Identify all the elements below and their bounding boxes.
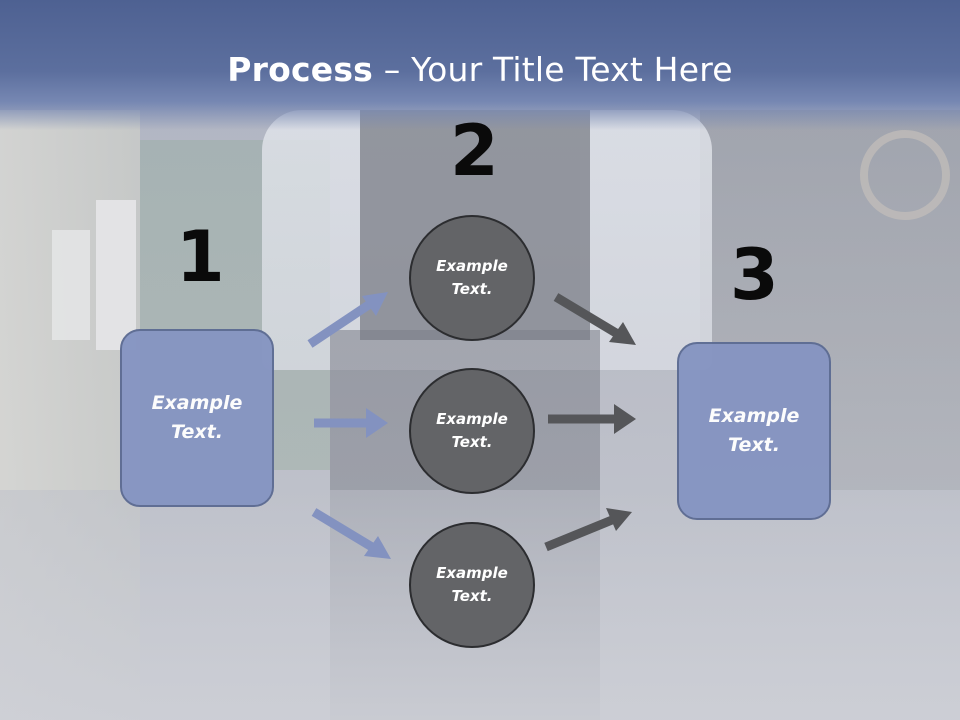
background-paper-notice	[52, 230, 90, 340]
end-box-text: Example Text.	[708, 405, 800, 456]
slide-title-bold: Process	[227, 50, 374, 89]
arrow-start-to-circle-top	[307, 292, 388, 348]
slide-title[interactable]: Process – Your Title Text Here	[0, 50, 960, 89]
step-number-3[interactable]: 3	[730, 234, 779, 316]
start-box[interactable]: Example Text.	[120, 329, 274, 507]
step-number-1[interactable]: 1	[176, 216, 225, 298]
background-paper-notice	[96, 200, 136, 350]
background-wheel	[860, 130, 950, 220]
arrow-start-to-circle-middle	[314, 408, 388, 438]
circle-bottom-text: Example Text.	[436, 564, 508, 605]
circle-top[interactable]: Example Text.	[409, 215, 535, 341]
step-number-2[interactable]: 2	[450, 110, 499, 192]
arrow-circle-top-to-end	[553, 293, 636, 345]
start-box-text: Example Text.	[151, 392, 243, 443]
arrow-start-to-circle-bottom	[311, 508, 391, 559]
circle-middle-text: Example Text.	[436, 410, 508, 451]
title-band	[0, 0, 960, 130]
arrow-circle-middle-to-end	[548, 404, 636, 434]
arrow-circle-bottom-to-end	[544, 508, 632, 552]
circle-top-text: Example Text.	[436, 257, 508, 298]
circle-middle[interactable]: Example Text.	[409, 368, 535, 494]
end-box[interactable]: Example Text.	[677, 342, 831, 520]
slide-title-rest: – Your Title Text Here	[373, 50, 733, 89]
circle-bottom[interactable]: Example Text.	[409, 522, 535, 648]
